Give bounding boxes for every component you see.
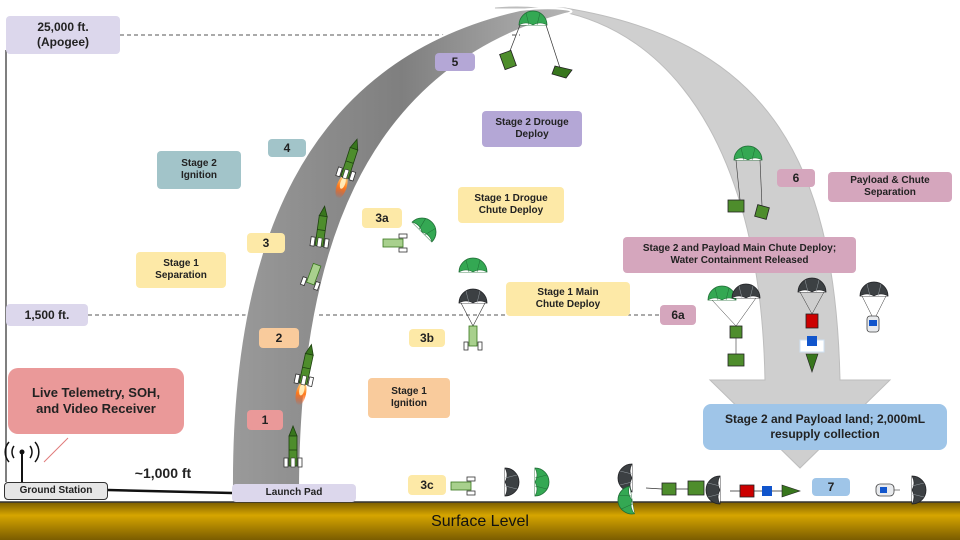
stage2-main-chute-label: Stage 2 and Payload Main Chute Deploy; W… — [623, 237, 856, 273]
step-3b-tag: 3b — [409, 329, 445, 347]
payload-water-container-icon — [797, 277, 827, 373]
released-payload-icon — [859, 281, 889, 333]
ground-station-label: Ground Station — [4, 482, 108, 500]
distance-label: ~1,000 ft — [134, 465, 192, 482]
step-6a-tag: 6a — [660, 305, 696, 325]
landing-label: Stage 2 and Payload land; 2,000mL resupp… — [703, 404, 947, 450]
ground-link-line — [107, 488, 233, 495]
ground-surface — [0, 502, 960, 540]
stage1-main-label: Stage 1 Main Chute Deploy — [506, 282, 630, 316]
telemetry-receiver-label: Live Telemetry, SOH, and Video Receiver — [8, 368, 184, 434]
payload-landed-icon — [875, 475, 927, 505]
stage1-drogue-label: Stage 1 Drogue Chute Deploy — [458, 187, 564, 223]
ascent-arc — [230, 7, 573, 493]
step-3c-tag: 3c — [408, 475, 446, 495]
step-4-tag: 4 — [268, 139, 306, 157]
step-3-tag: 3 — [247, 233, 285, 253]
stage2-landed-icon — [615, 463, 801, 517]
step-7-tag: 7 — [812, 478, 850, 496]
stage2-main-chutes-icon — [707, 283, 761, 367]
step-6-tag: 6 — [777, 169, 815, 187]
step-3a-tag: 3a — [362, 208, 402, 228]
stage1-separation-label: Stage 1 Separation — [136, 252, 226, 288]
launch-pad-label: Launch Pad — [232, 484, 356, 502]
receiver-pointer — [43, 437, 69, 463]
step-2-tag: 2 — [259, 328, 299, 348]
step-5-tag: 5 — [435, 53, 475, 71]
stage1-landed-icon — [450, 467, 550, 497]
antenna-icon — [4, 441, 40, 482]
stage1-ignition-label: Stage 1 Ignition — [368, 378, 450, 418]
stage2-drogue-icon — [499, 10, 573, 79]
apogee-label: 25,000 ft. (Apogee) — [6, 16, 120, 54]
payload-chute-separation-icon — [727, 145, 770, 220]
stage1-main-chute-icon — [458, 257, 488, 351]
altitude-1500-label: 1,500 ft. — [6, 304, 88, 326]
surface-level-label: Surface Level — [431, 513, 529, 530]
step-1-tag: 1 — [247, 410, 283, 430]
stage2-ignition-label: Stage 2 Ignition — [157, 151, 241, 189]
stage2-drogue-label: Stage 2 Drouge Deploy — [482, 111, 582, 147]
payload-chute-separation-label: Payload & Chute Separation — [828, 172, 952, 202]
descent-arc — [494, 6, 892, 469]
